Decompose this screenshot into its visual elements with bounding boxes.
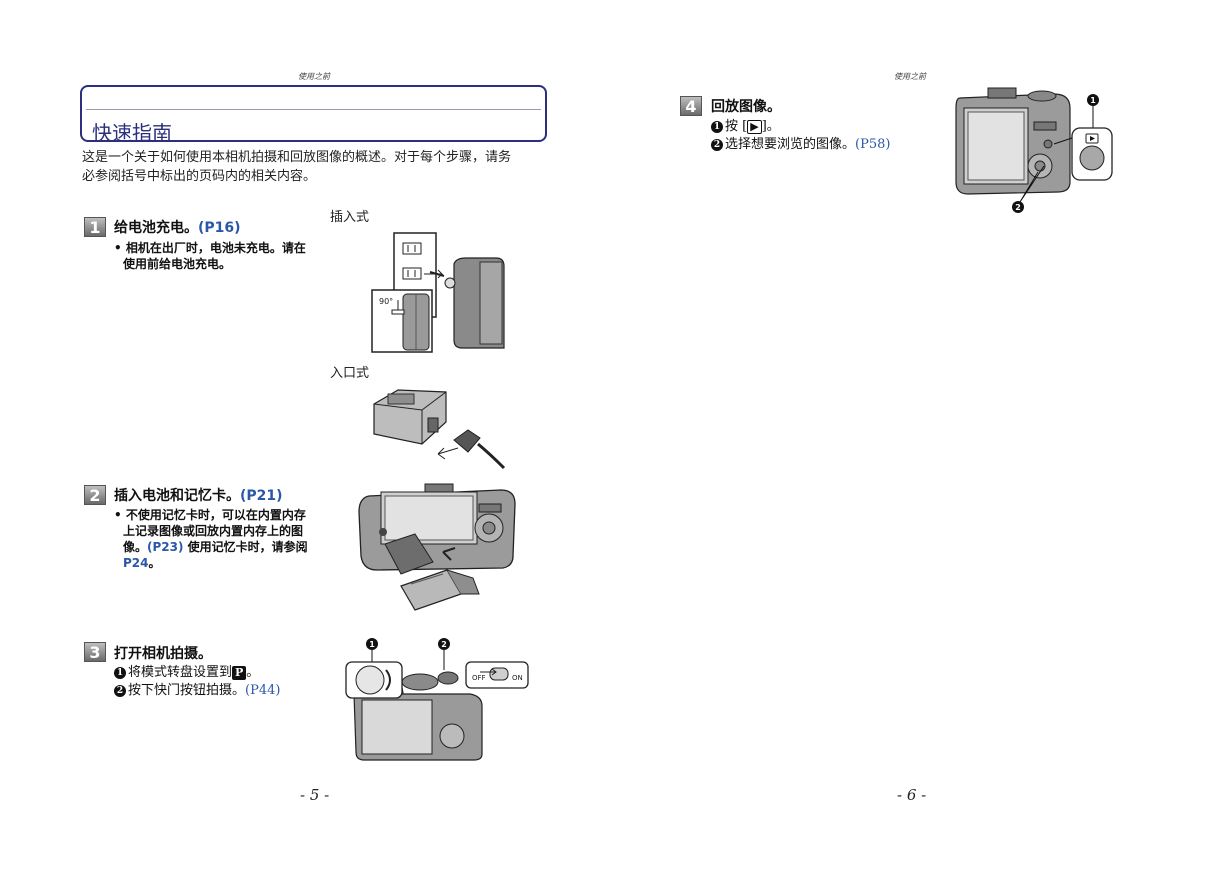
- page-number: - 6 -: [897, 786, 927, 804]
- note-line: 使用前给电池充电。: [123, 257, 232, 271]
- callout-1: 1: [1090, 96, 1096, 105]
- intro-text: 这是一个关于如何使用本相机拍摄和回放图像的概述。对于每个步骤，请务 必参阅括号中…: [82, 148, 552, 186]
- page-number: - 5 -: [300, 786, 330, 804]
- note-text: 使用记忆卡时，请参阅: [183, 540, 308, 554]
- note-line: P24。: [114, 555, 334, 571]
- note-line: 上记录图像或回放内置内存上的图: [123, 524, 304, 538]
- page-title: 快速指南: [92, 121, 172, 145]
- caption-plug-in: 插入式: [330, 210, 370, 225]
- intro-line: 这是一个关于如何使用本相机拍摄和回放图像的概述。对于每个步骤，请务: [82, 150, 512, 165]
- step-3-title: 打开相机拍摄。: [114, 646, 212, 662]
- step-2-note: • 不使用记忆卡时，可以在内置内存 上记录图像或回放内置内存上的图 像。(P23…: [114, 507, 334, 571]
- inlet-charger-illustration: [373, 389, 506, 470]
- camera-battery-card-illustration: [358, 483, 516, 611]
- angle-label: 90°: [379, 297, 393, 306]
- p58-ref-link[interactable]: (P58): [855, 137, 891, 152]
- program-mode-icon: P: [232, 666, 247, 680]
- callout-2: 2: [1015, 203, 1021, 212]
- note-line: • 不使用记忆卡时，可以在内置内存: [114, 508, 306, 522]
- title-box: 快速指南: [80, 85, 547, 145]
- on-label: ON: [512, 674, 523, 682]
- note-text: 像。: [123, 540, 148, 554]
- step-2-title: 插入电池和记忆卡。(P21): [114, 485, 283, 505]
- plug-in-charger-illustration: 90°: [371, 232, 505, 353]
- step-1-title: 给电池充电。(P16): [114, 217, 241, 237]
- playback-icon: ▶: [747, 120, 762, 134]
- step-1-note: • 相机在出厂时，电池未充电。请在 使用前给电池充电。: [114, 240, 329, 272]
- instruction-text: ]。: [761, 119, 780, 134]
- callout-marker: 2: [711, 139, 723, 151]
- note-line: • 相机在出厂时，电池未充电。请在: [114, 241, 306, 255]
- step-1-title-text: 给电池充电。: [114, 220, 198, 236]
- intro-line: 必参阅括号中标出的页码内的相关内容。: [82, 169, 317, 184]
- off-label: OFF: [472, 674, 486, 682]
- instruction-text: 。: [246, 665, 260, 680]
- callout-1: 1: [369, 640, 375, 649]
- page-header: 使用之前: [298, 72, 330, 81]
- step-2-number: 2: [84, 485, 106, 505]
- instruction-text: 按下快门按钮拍摄。: [128, 683, 246, 698]
- step-2-ref-link[interactable]: (P21): [240, 488, 283, 504]
- caption-inlet: 入口式: [330, 366, 370, 381]
- callout-marker: 1: [711, 121, 723, 133]
- instruction-text: 按 [: [725, 119, 748, 134]
- camera-power-illustration: 1 2 OFF ON: [345, 638, 529, 761]
- title-divider: [86, 109, 541, 110]
- p23-ref-link[interactable]: (P23): [147, 540, 184, 554]
- p24-ref-link[interactable]: P24: [123, 556, 149, 570]
- p44-ref-link[interactable]: (P44): [245, 683, 281, 698]
- step-2-title-text: 插入电池和记忆卡。: [114, 488, 240, 504]
- step-1-number: 1: [84, 217, 106, 237]
- callout-marker: 2: [114, 685, 126, 697]
- step-3-number: 3: [84, 642, 106, 662]
- note-line: 像。(P23) 使用记忆卡时，请参阅: [114, 539, 334, 555]
- callout-2: 2: [441, 640, 447, 649]
- instruction-text: 将模式转盘设置到: [128, 665, 233, 680]
- step-1-ref-link[interactable]: (P16): [198, 220, 241, 236]
- callout-marker: 1: [114, 667, 126, 679]
- camera-playback-illustration: 1 2: [955, 87, 1113, 213]
- instruction-text: 选择想要浏览的图像。: [725, 137, 856, 152]
- note-text: 。: [148, 556, 161, 570]
- step-4-title: 回放图像。: [711, 99, 781, 115]
- step-4-number: 4: [680, 96, 702, 116]
- page-header: 使用之前: [894, 72, 926, 81]
